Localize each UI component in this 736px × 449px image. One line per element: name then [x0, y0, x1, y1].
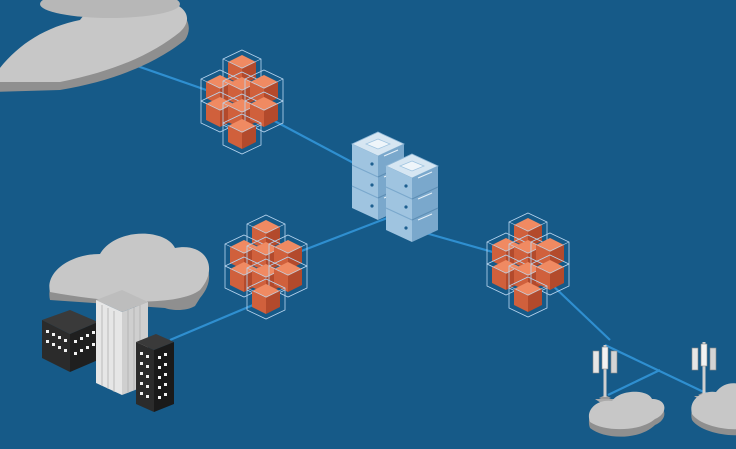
cube-cluster-icon — [201, 50, 283, 154]
cell-tower-icon — [691, 341, 717, 401]
cell-tower-icon — [592, 344, 618, 404]
cube-cluster-icon — [225, 215, 307, 319]
cloud-icon — [49, 233, 210, 310]
cloud-icon — [0, 0, 189, 92]
building-icon — [42, 290, 174, 412]
link-buildings-to-cluster-left — [169, 298, 266, 342]
cloud-icon — [588, 391, 665, 437]
cloud-icon — [691, 383, 736, 436]
cube-cluster-icon — [487, 213, 569, 317]
link-tower-junction — [607, 369, 661, 396]
